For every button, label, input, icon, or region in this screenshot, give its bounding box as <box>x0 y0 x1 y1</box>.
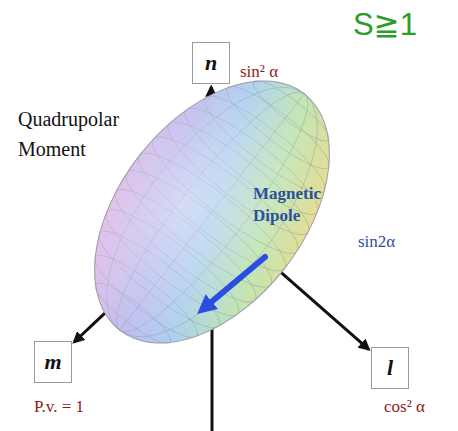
probability-label: sin2α <box>358 232 395 252</box>
axis-arrow <box>281 273 368 350</box>
axis-line <box>211 318 214 431</box>
ellipsoid-body <box>47 37 377 387</box>
spin-label: S≧1 <box>353 6 417 43</box>
probability-label: cos² α <box>384 397 425 417</box>
probability-label: sin² α <box>240 62 278 82</box>
probability-label: sin2α <box>358 232 395 252</box>
dipole-label: Magnetic Dipole <box>253 183 335 227</box>
axis-label-box: l <box>371 347 409 389</box>
axis-symbol: l <box>387 357 393 379</box>
probability-label: P.v. = 1 <box>34 397 84 417</box>
axis-symbol: n <box>205 52 217 74</box>
axis-arrow <box>74 313 105 342</box>
moment-label: Quadrupolar Moment <box>18 104 148 164</box>
ellipsoid-shading <box>47 37 377 387</box>
axis-symbol: m <box>44 351 61 373</box>
spin-label: S≧1 <box>353 6 417 43</box>
probability-label: P.v. = 1 <box>34 397 84 417</box>
axis-arrow <box>210 87 213 95</box>
probability-label: cos² α <box>384 397 425 417</box>
dipole-arrow <box>203 257 265 309</box>
moment-label: Quadrupolar Moment <box>18 104 148 164</box>
ellipsoid-shape: Magnetic Dipole <box>95 81 329 343</box>
ellipsoid-outline <box>47 37 377 387</box>
axis-label-box: n <box>192 42 230 84</box>
probability-label: sin² α <box>240 62 278 82</box>
axis-label-box: m <box>34 341 72 383</box>
